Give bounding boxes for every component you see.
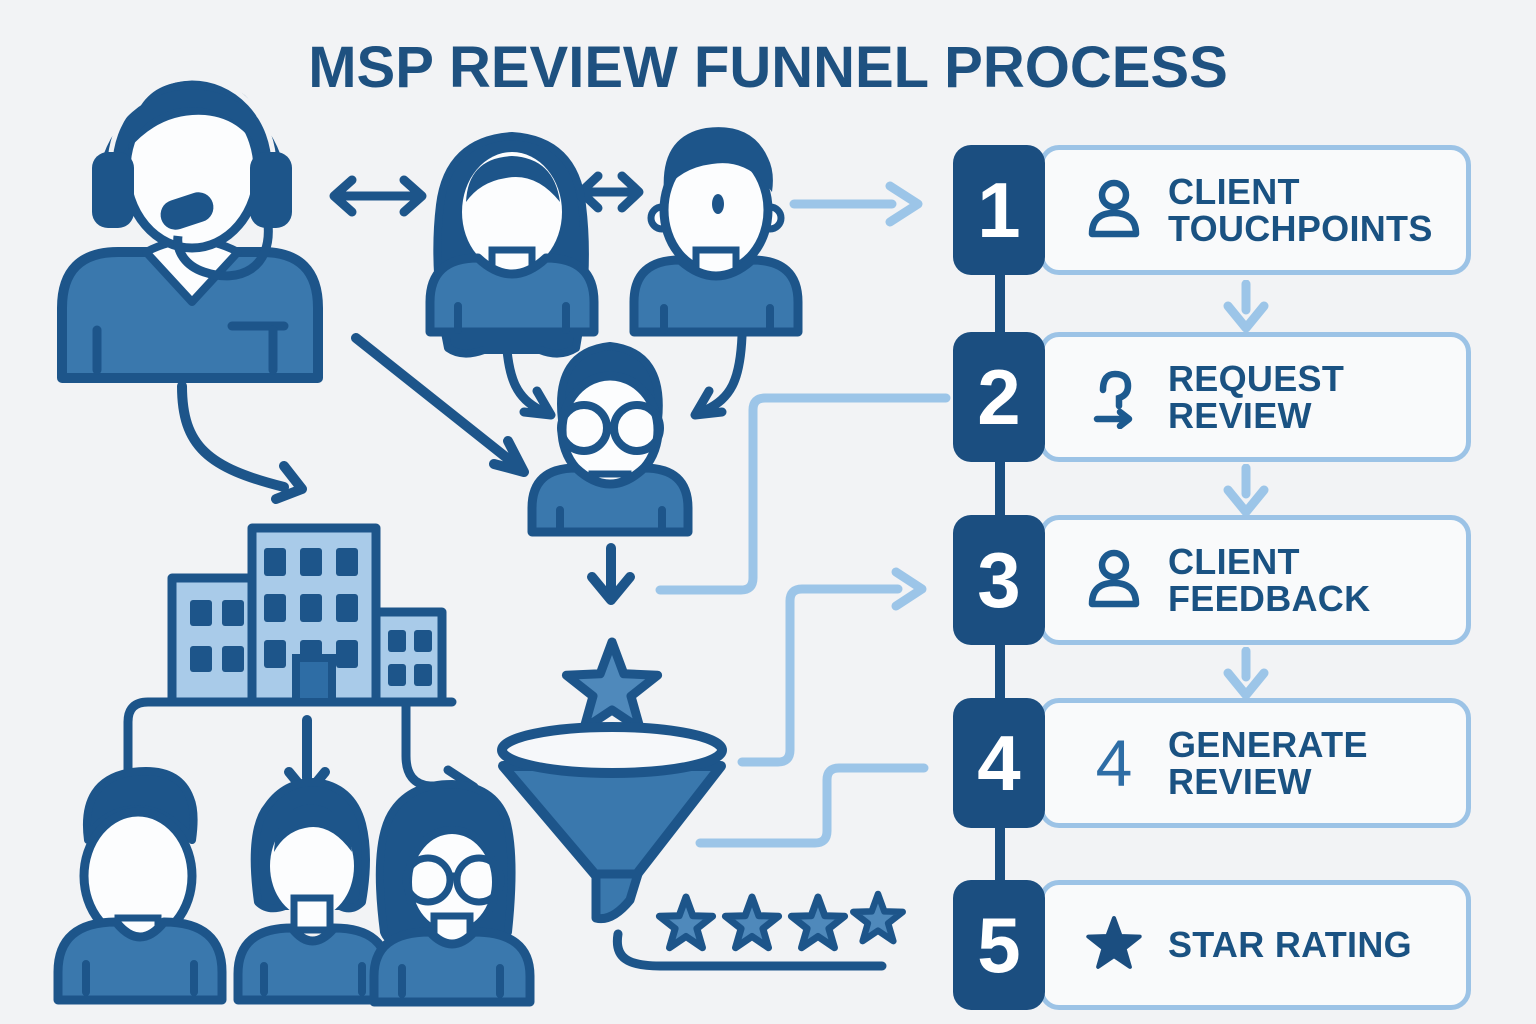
client-man-icon — [629, 127, 803, 337]
step-3-badge: 3 — [953, 515, 1045, 645]
arrow-agent-diagonal — [351, 333, 529, 477]
flow-to-step1-arrowhead — [885, 181, 923, 227]
step-5-card: STAR RATING — [1039, 880, 1471, 1010]
arrow-glasses-down — [587, 543, 635, 605]
request-review-icon — [1082, 365, 1146, 429]
step-5-number: 5 — [977, 900, 1021, 989]
step-3-card: CLIENT FEEDBACK — [1039, 515, 1471, 645]
rating-stars-icon — [659, 894, 902, 948]
arrow-woman-man — [576, 171, 644, 213]
client-with-glasses-icon — [527, 342, 693, 537]
page-title: MSP REVIEW FUNNEL PROCESS — [308, 35, 1228, 100]
step-5-badge: 5 — [953, 880, 1045, 1010]
step-1-card: CLIENT TOUCHPOINTS — [1039, 145, 1471, 275]
client-woman-icon — [425, 132, 599, 358]
step-4-label: GENERATE REVIEW — [1168, 723, 1368, 802]
person-icon — [1082, 178, 1146, 242]
step-5-label: STAR RATING — [1168, 924, 1412, 966]
flow-arrows-dark — [123, 171, 887, 971]
step-5: STAR RATING 5 — [953, 880, 1471, 1010]
customer-woman-icon — [233, 778, 393, 1005]
step-4-number: 4 — [977, 718, 1021, 807]
down-arrow-step1-step2 — [1223, 280, 1269, 333]
flow-to-step3 — [737, 584, 903, 767]
funnel-star-icon — [561, 637, 663, 734]
step-1-number: 1 — [977, 165, 1021, 254]
arrow-agent-to-building — [177, 381, 307, 504]
flow-to-step2 — [655, 393, 951, 595]
arrow-man-to-glasses — [690, 331, 747, 420]
step-1: CLIENT TOUCHPOINTS 1 — [953, 145, 1471, 275]
step-3-label: CLIENT FEEDBACK — [1168, 540, 1371, 619]
number-4-glyph: 4 — [1095, 726, 1133, 800]
step-1-badge: 1 — [953, 145, 1045, 275]
flow-to-step4 — [695, 763, 929, 848]
star-icon — [1082, 913, 1146, 977]
step-2-label: REQUEST REVIEW — [1168, 357, 1345, 436]
support-agent-headset-icon — [57, 75, 323, 383]
badge-connector-2-3 — [995, 462, 1005, 518]
step-4-badge: 4 — [953, 698, 1045, 828]
badge-connector-4-5 — [995, 828, 1005, 883]
badge-connector-3-4 — [995, 645, 1005, 701]
person-icon — [1082, 548, 1146, 612]
customer-man-icon — [53, 767, 227, 1005]
step-1-label: CLIENT TOUCHPOINTS — [1168, 170, 1433, 249]
down-arrow-step2-step3 — [1223, 464, 1269, 517]
step-4: 4 GENERATE REVIEW 4 — [953, 698, 1471, 828]
step-3: CLIENT FEEDBACK 3 — [953, 515, 1471, 645]
flow-to-step3-arrowhead — [891, 567, 927, 611]
step-2-badge: 2 — [953, 332, 1045, 462]
number-4-icon: 4 — [1082, 726, 1146, 800]
step-4-card: 4 GENERATE REVIEW — [1039, 698, 1471, 828]
building-base-line — [123, 697, 457, 777]
arrow-agent-woman — [329, 175, 427, 217]
step-3-number: 3 — [977, 535, 1021, 624]
badge-connector-1-2 — [995, 275, 1005, 335]
customer-woman-glasses-icon — [369, 780, 535, 1007]
down-arrow-step3-step4 — [1223, 647, 1269, 700]
funnel-underline-swoosh — [612, 929, 887, 971]
step-2: REQUEST REVIEW 2 — [953, 332, 1471, 462]
flow-lines-light — [655, 181, 951, 848]
step-2-card: REQUEST REVIEW — [1039, 332, 1471, 462]
office-building-icon — [167, 523, 447, 707]
review-funnel-icon — [497, 722, 727, 924]
step-2-number: 2 — [977, 352, 1021, 441]
